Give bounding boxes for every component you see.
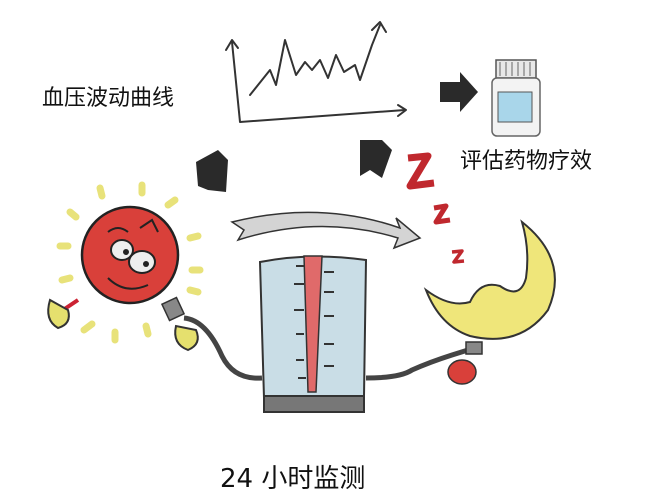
evaluate-drug-label: 评估药物疗效	[460, 149, 593, 174]
medicine-bottle-icon	[491, 59, 541, 137]
sun-rays	[56, 181, 204, 344]
blood-pressure-gauge-icon	[258, 255, 368, 413]
bp-curve-label: 血压波动曲线	[42, 86, 175, 111]
hose	[183, 315, 469, 381]
line-chart-icon	[225, 21, 407, 123]
sleeping-moon-icon	[423, 219, 556, 385]
monitor-24h-label: 24 小时监测	[220, 464, 366, 494]
dark-arrow-icon	[196, 72, 478, 192]
sleep-z-icon	[406, 152, 465, 264]
sun-character-icon	[47, 205, 199, 352]
grey-arrow-icon	[230, 211, 422, 250]
